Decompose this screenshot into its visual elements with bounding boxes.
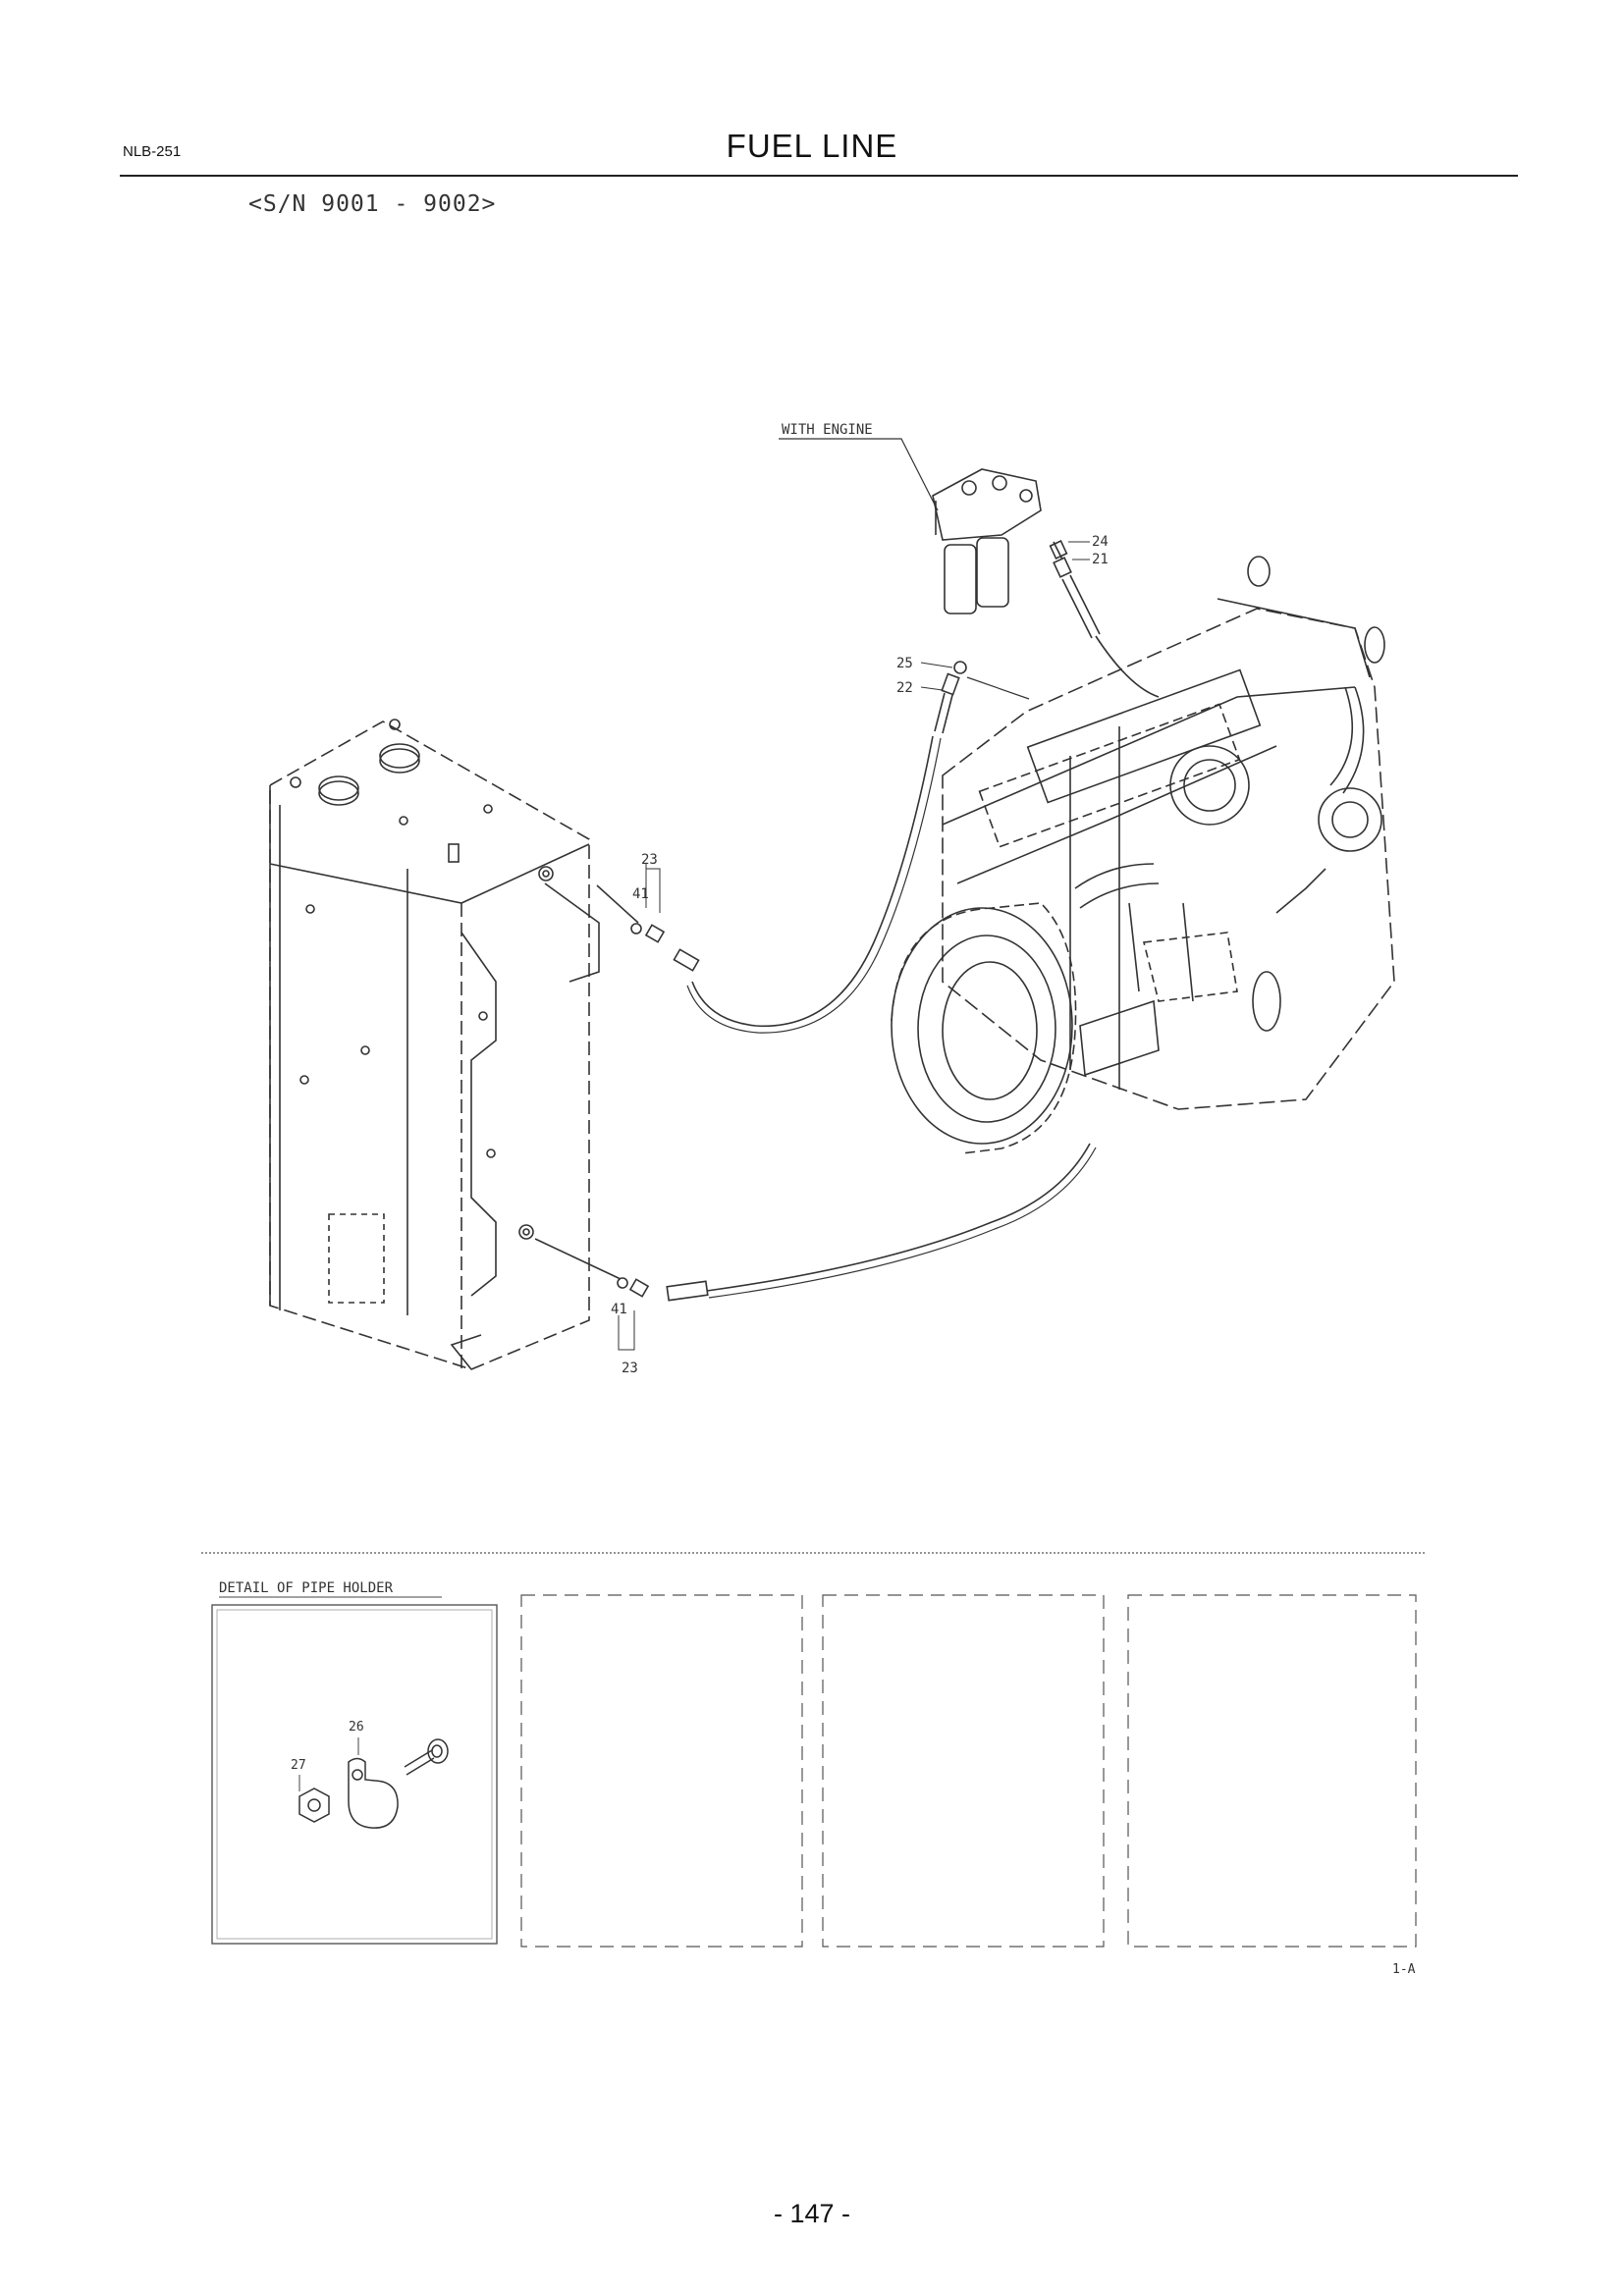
fitting-25-22 (934, 661, 1030, 734)
empty-detail-box-1 (520, 1594, 803, 1948)
callout-41-top: 41 (632, 886, 649, 902)
callout-21: 21 (1092, 552, 1109, 567)
fuel-filter-assembly (932, 468, 1042, 614)
callout-22: 22 (896, 680, 913, 696)
pipe-holder-parts (298, 1738, 449, 1829)
callout-23-top: 23 (641, 852, 658, 868)
callout-24: 24 (1092, 534, 1109, 550)
sheet-reference: 1-A (1392, 1962, 1416, 1977)
detail-pipe-holder-panel: DETAIL OF PIPE HOLDER 26 27 (211, 1580, 498, 1945)
tank-fitting-bottom (534, 1238, 650, 1298)
title-underline (120, 175, 1518, 177)
page-title: FUEL LINE (726, 128, 898, 164)
callout-41-bottom: 41 (611, 1302, 627, 1317)
fuel-tank (269, 719, 600, 1370)
lower-fuel-hose (706, 1143, 1091, 1292)
fitting-24-21 (1049, 540, 1160, 698)
detail-title: DETAIL OF PIPE HOLDER (219, 1580, 394, 1596)
tank-fitting-top (596, 884, 700, 972)
engine (942, 556, 1395, 1110)
callout-26: 26 (349, 1720, 364, 1735)
page-number: - 147 - (773, 2199, 851, 2228)
empty-detail-box-3 (1127, 1594, 1417, 1948)
callout-with-engine: WITH ENGINE (782, 422, 873, 438)
serial-number-range: <S/N 9001 - 9002> (248, 191, 497, 217)
callout-23-bottom: 23 (622, 1361, 638, 1376)
empty-detail-box-2 (822, 1594, 1105, 1948)
upper-fuel-hose (691, 735, 934, 1028)
callout-27: 27 (291, 1758, 306, 1773)
document-code: NLB-251 (123, 143, 182, 160)
flywheel-housing (891, 902, 1077, 1154)
callout-25: 25 (896, 656, 913, 671)
